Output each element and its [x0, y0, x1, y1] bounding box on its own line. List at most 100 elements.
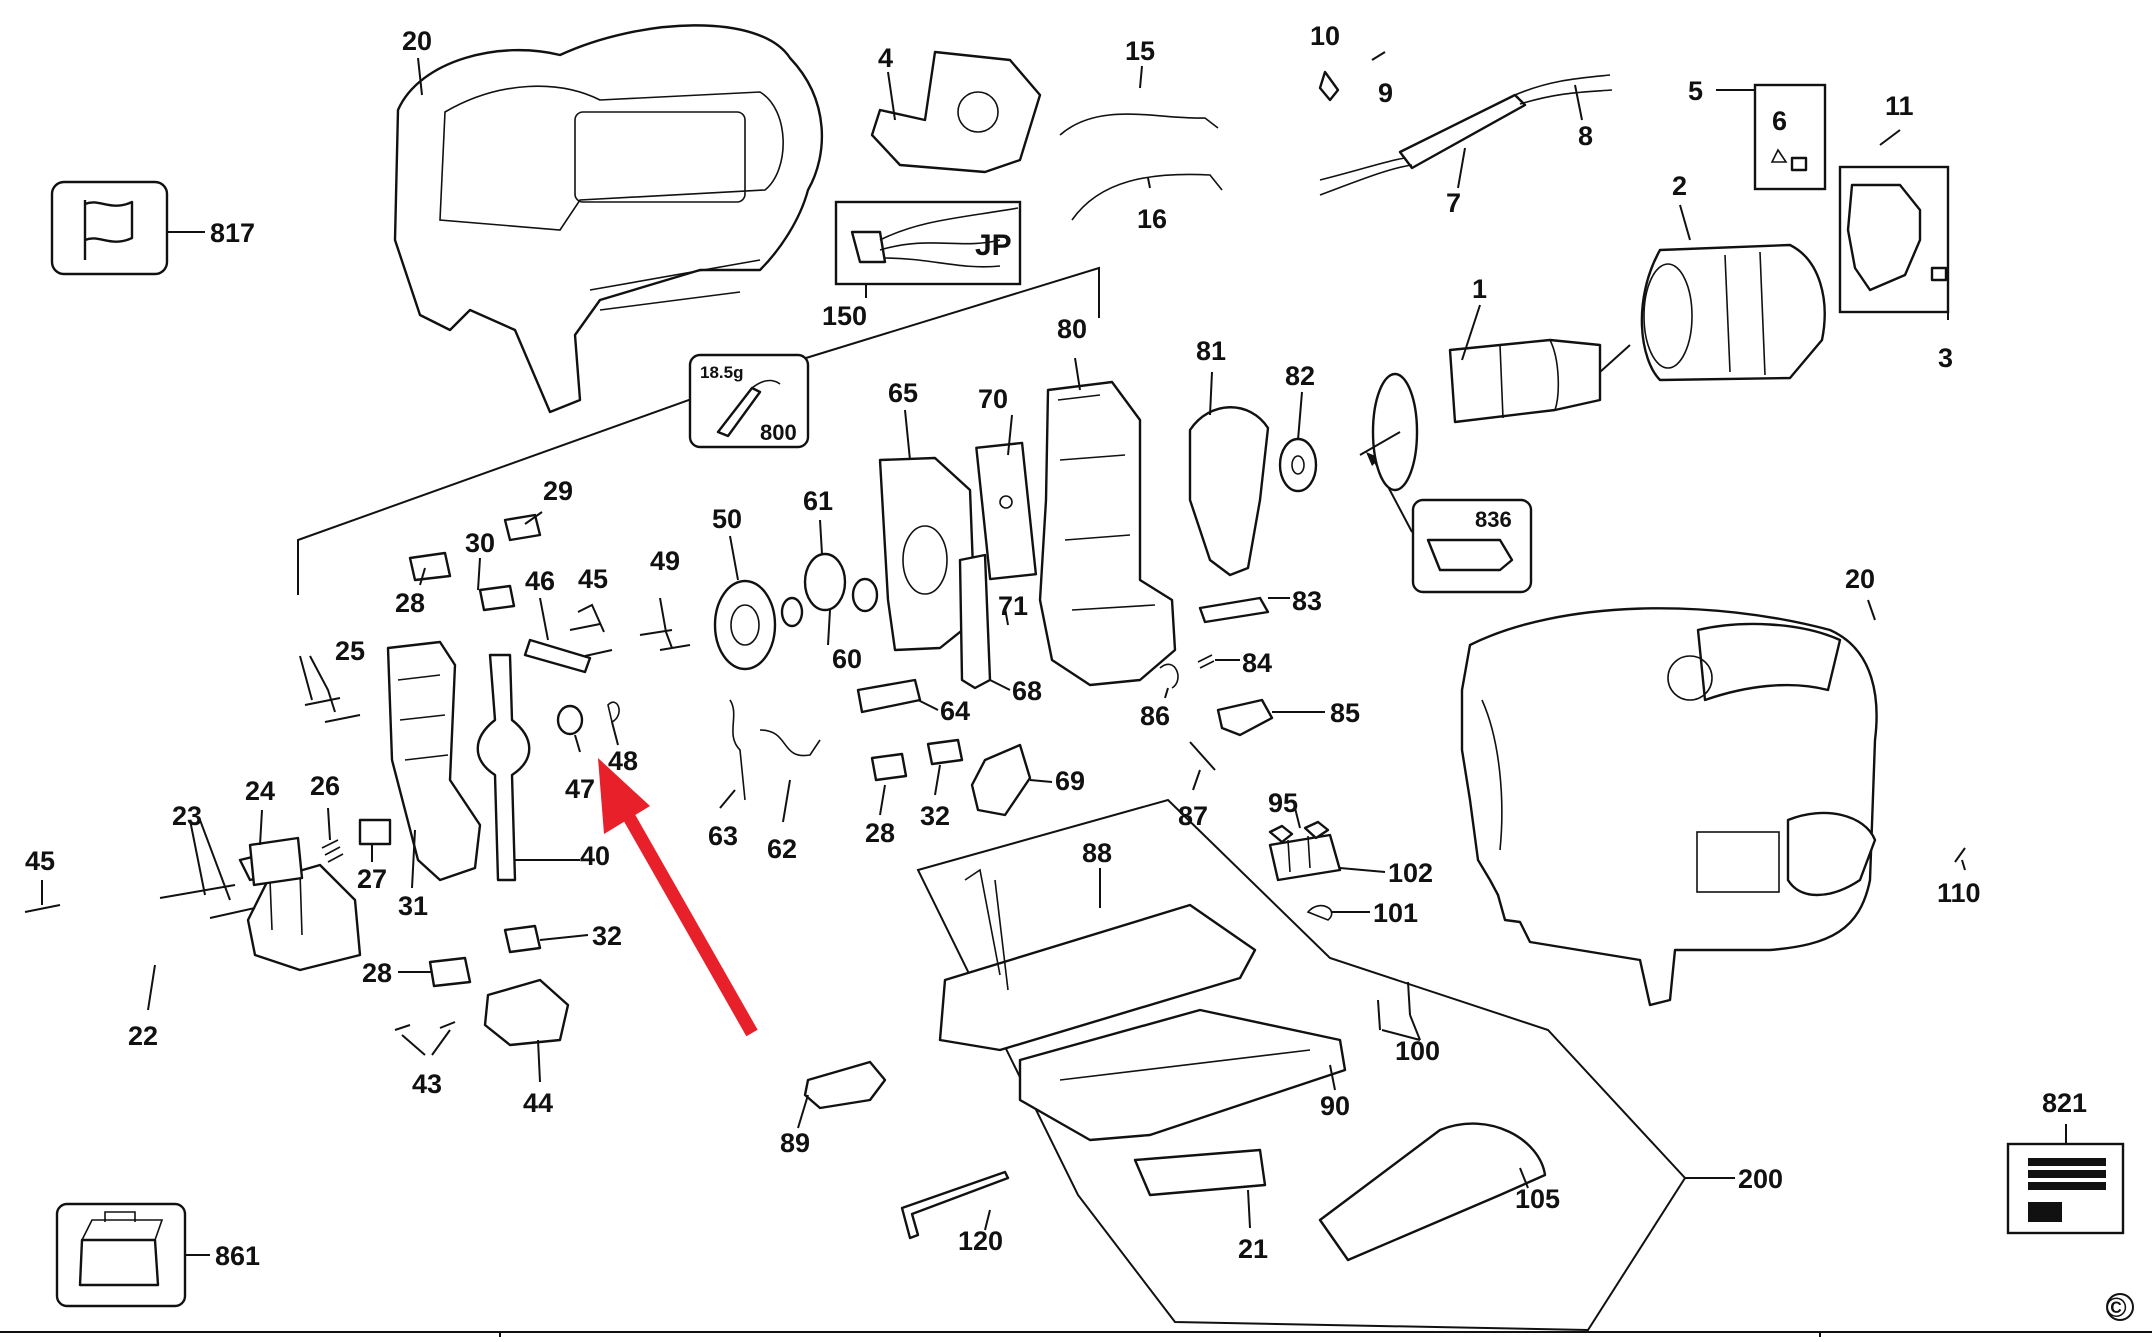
callout-labels: 20 4 15 16 10 9 8 7 5 6 11 2 3 1 150 817…	[25, 21, 2087, 1271]
spring-26	[321, 839, 344, 863]
callout-6: 6	[1772, 106, 1787, 136]
field-stator	[1640, 243, 1826, 382]
bushing-60	[780, 596, 804, 628]
callout-82: 82	[1285, 361, 1315, 391]
callout-15: 15	[1125, 36, 1155, 66]
callout-48: 48	[608, 746, 638, 776]
callout-25: 25	[335, 636, 365, 666]
lead-16	[1071, 173, 1223, 221]
lever-46	[523, 638, 592, 674]
callout-61: 61	[803, 486, 833, 516]
callout-200: 200	[1738, 1164, 1783, 1194]
lever-69	[970, 743, 1032, 817]
callout-23: 23	[172, 801, 202, 831]
box-800	[688, 353, 810, 449]
callout-64: 64	[940, 696, 970, 726]
callout-836: 836	[1475, 507, 1512, 532]
callout-86: 86	[1140, 701, 1170, 731]
callout-100: 100	[1395, 1036, 1440, 1066]
callout-46: 46	[525, 566, 555, 596]
callout-84: 84	[1242, 648, 1272, 678]
pad-28-top	[408, 551, 452, 582]
fan-baffle-81	[1188, 406, 1270, 577]
screw-45b	[584, 649, 613, 657]
vent-panel	[1786, 811, 1877, 897]
block-64	[856, 678, 922, 714]
callout-16: 16	[1137, 204, 1167, 234]
callout-26: 26	[310, 771, 340, 801]
callout-9: 9	[1378, 78, 1393, 108]
connector-icon	[850, 230, 887, 264]
callout-5: 5	[1688, 76, 1703, 106]
clip-21	[1133, 1148, 1267, 1197]
screw-11	[1879, 129, 1901, 146]
brush-holder-icon	[1846, 183, 1922, 292]
armature	[1359, 338, 1631, 492]
callout-32-bottom: 32	[592, 921, 622, 951]
callout-21: 21	[1238, 1234, 1268, 1264]
base-88	[938, 903, 1257, 1052]
callout-28-bottom: 28	[362, 958, 392, 988]
callout-69: 69	[1055, 766, 1085, 796]
bracket-89	[803, 1060, 887, 1110]
callout-71: 71	[998, 591, 1028, 621]
callout-43: 43	[412, 1069, 442, 1099]
grease-tube-icon	[716, 386, 762, 438]
housing-half-left	[393, 24, 824, 414]
block-24	[248, 836, 304, 887]
callout-85: 85	[1330, 698, 1360, 728]
pad-32-mid	[926, 738, 964, 766]
clip-48	[607, 701, 620, 724]
pin-62	[759, 729, 821, 757]
callout-110: 110	[1937, 878, 1981, 908]
bearing-82	[1278, 437, 1318, 493]
gasket-70	[975, 441, 1038, 581]
bearing-60	[851, 577, 879, 613]
callout-88: 88	[1082, 838, 1112, 868]
callout-150: 150	[822, 301, 867, 331]
plunger-40	[476, 653, 531, 882]
callout-65: 65	[888, 378, 918, 408]
screw-45a	[569, 623, 601, 631]
callout-27: 27	[357, 864, 387, 894]
dust-nozzle-105	[1318, 1122, 1547, 1262]
callout-20-top: 20	[402, 26, 432, 56]
callout-95: 95	[1268, 788, 1298, 818]
callout-80: 80	[1057, 314, 1087, 344]
screw-43a	[394, 1024, 411, 1031]
box-861	[55, 1202, 210, 1308]
screw-110	[1954, 847, 1966, 863]
callout-29: 29	[543, 476, 573, 506]
housing-half-right	[1460, 599, 1878, 1007]
screw-49b	[659, 644, 691, 651]
callout-105: 105	[1515, 1184, 1560, 1214]
callout-821: 821	[2042, 1088, 2087, 1118]
roller-44	[483, 978, 570, 1047]
callout-24: 24	[245, 776, 275, 806]
callout-68: 68	[1012, 676, 1042, 706]
clip-86	[1159, 663, 1179, 689]
callout-45-left: 45	[25, 846, 55, 876]
washer-101	[1306, 904, 1333, 921]
callout-49: 49	[650, 546, 680, 576]
terminal-10	[1318, 70, 1340, 102]
pad-29	[503, 513, 542, 542]
callout-90: 90	[1320, 1091, 1350, 1121]
callout-30: 30	[465, 528, 495, 558]
callout-10: 10	[1310, 21, 1340, 51]
callout-87: 87	[1178, 801, 1208, 831]
callout-83: 83	[1292, 586, 1322, 616]
hex-key-120	[900, 1170, 1010, 1240]
screw-25b	[324, 714, 361, 723]
callout-7: 7	[1446, 188, 1461, 218]
nut-47	[556, 704, 584, 736]
brush-cap-icon	[1426, 538, 1514, 572]
gear-61	[803, 552, 847, 612]
leaders	[41, 57, 1966, 1231]
box-836	[1366, 452, 1533, 594]
callout-102: 102	[1388, 858, 1433, 888]
pin-63	[729, 699, 746, 801]
callout-1: 1	[1472, 274, 1487, 304]
callout-45-mid: 45	[578, 564, 608, 594]
